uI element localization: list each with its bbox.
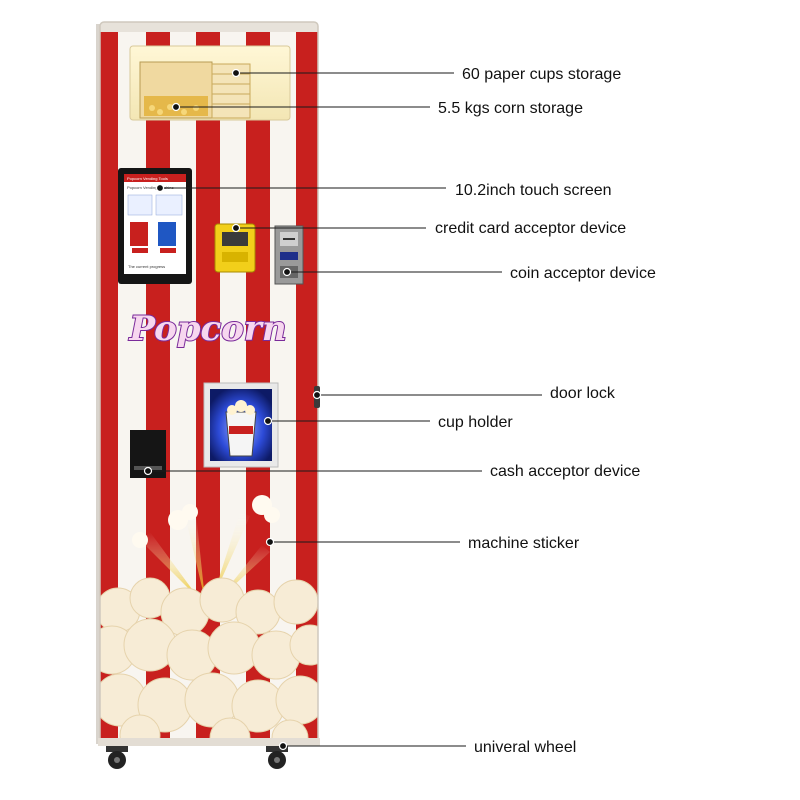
paper-cups-stack — [211, 63, 251, 119]
callout-machine-sticker: machine sticker — [265, 535, 580, 552]
callout-cup-holder: cup holder — [263, 414, 513, 431]
machine-top-frame — [100, 22, 318, 32]
cup-holder-unit — [203, 382, 279, 468]
callout-coin-acceptor: coin acceptor device — [282, 265, 656, 282]
callout-door-lock: door lock — [312, 385, 616, 402]
callout-universal-wheel: univeral wheel — [278, 739, 576, 756]
callout-touch-screen: 10.2inch touch screen — [155, 182, 612, 199]
screen-title: Popcorn Vending Tools — [127, 176, 168, 181]
label-cup-holder: cup holder — [438, 414, 513, 431]
universal-wheels — [106, 746, 288, 769]
callout-cash-acceptor: cash acceptor device — [143, 463, 640, 480]
touch-screen-unit: Popcorn Vending Tools Popcorn Vending Ma… — [118, 168, 192, 284]
label-cash-acceptor: cash acceptor device — [490, 463, 640, 480]
label-corn-storage: 5.5 kgs corn storage — [438, 100, 583, 117]
storage-window — [129, 45, 291, 121]
credit-card-reader — [214, 223, 256, 273]
label-credit-card-acceptor: credit card acceptor device — [435, 220, 626, 237]
callout-paper-cups-storage: 60 paper cups storage — [231, 66, 621, 83]
screen-footer: The current progress — [128, 264, 165, 269]
callout-corn-storage: 5.5 kgs corn storage — [171, 100, 583, 117]
label-machine-sticker: machine sticker — [468, 535, 580, 552]
label-paper-cups-storage: 60 paper cups storage — [462, 66, 621, 83]
label-door-lock: door lock — [550, 385, 616, 402]
callouts: 60 paper cups storage 5.5 kgs corn stora… — [143, 66, 656, 756]
popcorn-logo: Popcorn — [128, 309, 286, 349]
machine-base — [98, 738, 320, 746]
callout-credit-card-acceptor: credit card acceptor device — [231, 220, 626, 237]
label-coin-acceptor: coin acceptor device — [510, 265, 656, 282]
label-touch-screen: 10.2inch touch screen — [455, 182, 612, 199]
label-universal-wheel: univeral wheel — [474, 739, 576, 756]
screen-subtitle: Popcorn Vending Machine — [127, 185, 174, 190]
popcorn-pile — [100, 495, 318, 744]
